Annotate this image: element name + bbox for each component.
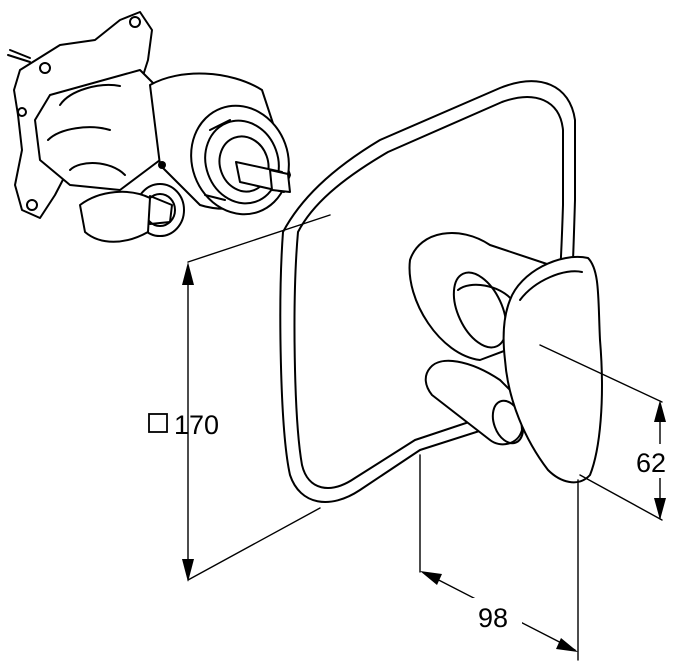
arrowhead-icon xyxy=(654,498,666,520)
arrowhead-icon xyxy=(182,262,194,285)
dimension-plate-size: 170 xyxy=(148,214,331,582)
arrowhead-icon xyxy=(182,559,194,582)
depth-value: 98 xyxy=(478,603,508,633)
plate-size-value: 170 xyxy=(174,410,219,440)
height-value: 62 xyxy=(636,448,666,478)
arrowhead-icon xyxy=(556,638,578,652)
concealed-body-drawing xyxy=(7,11,291,243)
dimension-height: 62 xyxy=(539,344,680,521)
square-icon xyxy=(148,413,168,433)
lever-handle xyxy=(408,232,603,484)
arrowhead-icon xyxy=(420,571,442,585)
dimension-depth: 98 xyxy=(419,454,579,661)
arrowhead-icon xyxy=(654,400,666,422)
